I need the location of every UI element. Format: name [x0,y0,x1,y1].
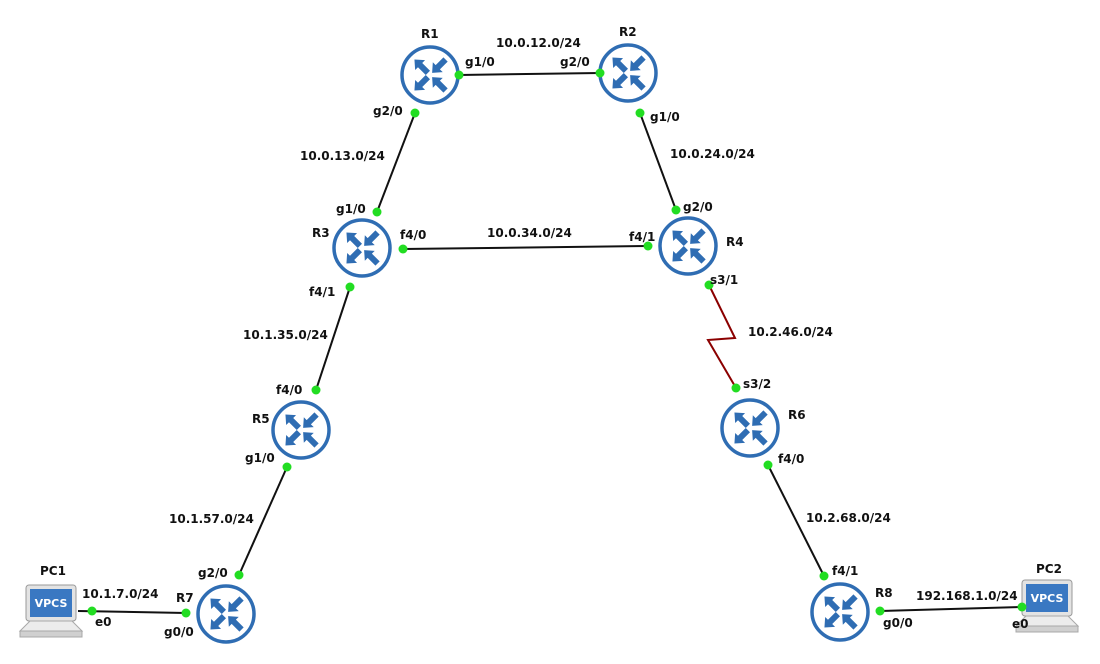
pc1-screen-text: VPCS [35,597,68,610]
subnet-label-r1-r2: 10.0.12.0/24 [496,36,581,50]
router-label-r8: R8 [875,586,893,600]
subnet-labels-layer: 10.0.12.0/24 10.0.13.0/24 10.0.24.0/24 1… [82,36,1018,603]
port-dot-r8-g0-0 [875,606,885,616]
host-label-pc2: PC2 [1036,562,1062,576]
link-r3-r4[interactable] [402,245,649,250]
router-label-r5: R5 [252,412,270,426]
if-label-r7-g2-0: g2/0 [198,566,228,580]
port-dot-r8-f4-1 [819,571,829,581]
if-label-r6-s3-2: s3/2 [743,377,771,391]
if-label-pc1-e0: e0 [95,615,112,629]
if-label-r3-g1-0: g1/0 [336,202,366,216]
router-r6[interactable] [720,398,780,458]
router-r2[interactable] [598,43,658,103]
link-r2-r4[interactable] [639,112,677,211]
port-dot-r3-g1-0 [372,207,382,217]
port-dot-r7-g2-0 [234,570,244,580]
port-dot-r4-s3-1 [704,280,714,290]
link-r5-r7[interactable] [238,466,288,576]
router-label-r3: R3 [312,226,330,240]
link-r8-pc2[interactable] [879,606,1023,612]
if-label-r8-g0-0: g0/0 [883,616,913,630]
vpcs-computer-icon: VPCS [18,584,84,638]
port-dot-pc2-e0 [1017,602,1027,612]
port-dot-r3-f4-0 [398,244,408,254]
router-label-r4: R4 [726,235,744,249]
if-label-r2-g1-0: g1/0 [650,110,680,124]
router-r4[interactable] [658,216,718,276]
if-label-r4-g2-0: g2/0 [683,200,713,214]
link-r1-r3[interactable] [376,112,416,213]
router-label-r1: R1 [421,27,439,41]
router-r8[interactable] [810,582,870,642]
port-dot-r3-f4-1 [345,282,355,292]
subnet-label-r1-r3: 10.0.13.0/24 [300,149,385,163]
if-label-pc2-e0: e0 [1012,617,1029,631]
port-dot-r5-f4-0 [311,385,321,395]
pc2-screen-text: VPCS [1031,592,1064,605]
host-label-pc1: PC1 [40,564,66,578]
router-label-r2: R2 [619,25,637,39]
if-label-r6-f4-0: f4/0 [778,452,804,466]
links-layer [77,72,1023,614]
subnet-label-r5-r7: 10.1.57.0/24 [169,512,254,526]
host-pc1[interactable]: VPCS [18,584,84,638]
node-labels-layer: R1 R2 R3 R4 R5 R6 R7 R8 PC1 PC2 [40,25,1062,605]
port-dot-r1-g2-0 [410,108,420,118]
if-label-r4-s3-1: s3/1 [710,273,738,287]
if-label-r2-g2-0: g2/0 [560,55,590,69]
link-r3-r5[interactable] [315,286,351,391]
vpcs-computer-icon: VPCS [1014,579,1080,633]
port-dot-pc1-e0 [87,606,97,616]
interface-labels-layer: g1/0 g2/0 g2/0 g1/0 g1/0 g2/0 f4/0 f4/1 … [95,55,1029,639]
port-dot-r2-g1-0 [635,108,645,118]
port-dot-r7-g0-0 [181,608,191,618]
subnet-label-r2-r4: 10.0.24.0/24 [670,147,755,161]
if-label-r7-g0-0: g0/0 [164,625,194,639]
router-r1[interactable] [400,45,460,105]
link-r6-r8[interactable] [767,464,825,577]
host-pc2[interactable]: VPCS [1014,579,1080,633]
port-dot-r2-g2-0 [595,68,605,78]
port-dot-r1-g1-0 [454,70,464,80]
if-label-r5-f4-0: f4/0 [276,383,302,397]
router-r3[interactable] [332,218,392,278]
link-r4-r6-serial[interactable] [706,284,737,389]
if-label-r3-f4-0: f4/0 [400,228,426,242]
subnet-label-r6-r8: 10.2.68.0/24 [806,511,891,525]
router-r7[interactable] [196,584,256,644]
if-label-r4-f4-1: f4/1 [629,230,655,244]
subnet-label-r3-r5: 10.1.35.0/24 [243,328,328,342]
link-r1-r2[interactable] [458,72,601,76]
router-r5[interactable] [271,400,331,460]
port-dot-r5-g1-0 [282,462,292,472]
subnet-label-r8-pc2: 192.168.1.0/24 [916,589,1018,603]
port-dot-r6-s3-2 [731,383,741,393]
subnet-label-pc1-r7: 10.1.7.0/24 [82,587,159,601]
if-label-r3-f4-1: f4/1 [309,285,335,299]
port-dot-r4-g2-0 [671,205,681,215]
port-dots-layer [87,68,1027,618]
router-label-r7: R7 [176,591,194,605]
if-label-r1-g2-0: g2/0 [373,104,403,118]
port-dot-r4-f4-1 [643,241,653,251]
router-label-r6: R6 [788,408,806,422]
if-label-r8-f4-1: f4/1 [832,564,858,578]
port-dot-r6-f4-0 [763,460,773,470]
subnet-label-r4-r6: 10.2.46.0/24 [748,325,833,339]
subnet-label-r3-r4: 10.0.34.0/24 [487,226,572,240]
if-label-r1-g1-0: g1/0 [465,55,495,69]
if-label-r5-g1-0: g1/0 [245,451,275,465]
